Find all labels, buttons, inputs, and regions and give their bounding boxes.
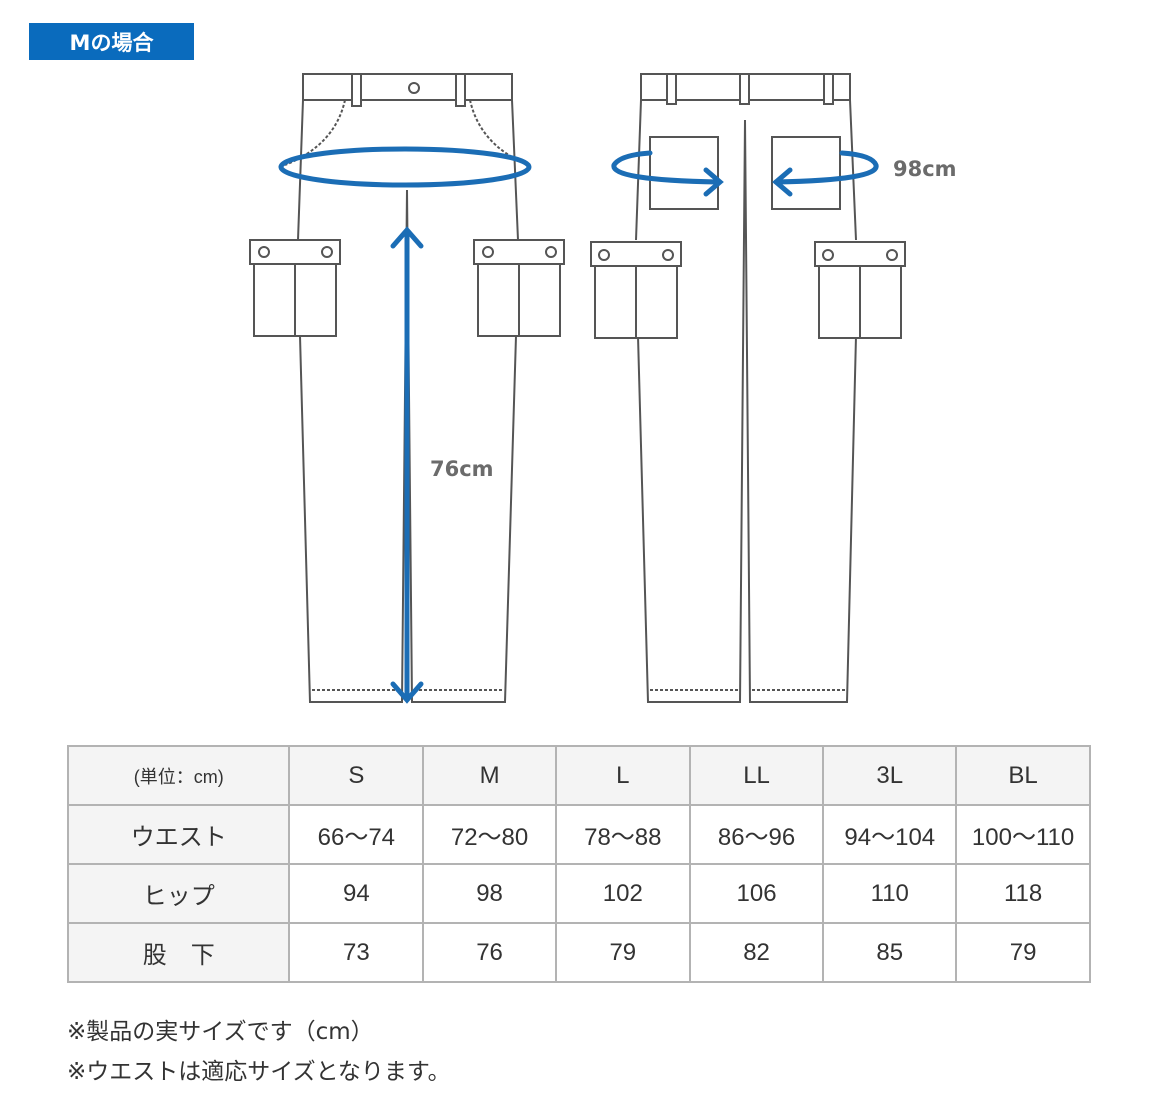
cell: 94〜104 — [822, 804, 958, 865]
note: ※ウエストは適応サイズとなります。 — [67, 1059, 451, 1085]
table-row: 股 下 73 76 79 82 85 79 — [66, 922, 1091, 983]
size-header: L — [554, 745, 691, 806]
waist-ellipse — [278, 146, 532, 188]
row-label: ヒップ — [66, 863, 291, 924]
measurement-arrows — [278, 146, 879, 704]
row-label: ウエスト — [66, 804, 291, 865]
cell: 76 — [422, 922, 557, 983]
hip-arrow-left — [611, 150, 721, 185]
row-label: 股 下 — [66, 922, 291, 983]
cell: 73 — [288, 922, 425, 983]
pants-diagram: 76cm 98cm — [249, 73, 957, 704]
cell: 79 — [955, 922, 1091, 983]
table-row: ヒップ 94 98 102 106 110 118 — [66, 863, 1091, 924]
cell: 94 — [288, 863, 425, 924]
table-header-row: (単位：cm) S M L LL 3L BL — [66, 745, 1091, 806]
size-header: BL — [955, 745, 1091, 806]
cell: 66〜74 — [288, 804, 425, 865]
inseam-arrow — [390, 226, 424, 704]
inseam-label: 76cm — [430, 457, 494, 481]
size-m-badge: Mの場合 — [29, 23, 194, 60]
size-header: LL — [688, 745, 825, 806]
size-table: (単位：cm) S M L LL 3L BL ウエスト 66〜74 72〜80 … — [66, 745, 1091, 983]
cell: 118 — [955, 863, 1091, 924]
hip-label: 98cm — [893, 157, 957, 181]
size-header: 3L — [822, 745, 958, 806]
size-header: S — [288, 745, 425, 806]
cell: 98 — [422, 863, 557, 924]
table-row: ウエスト 66〜74 72〜80 78〜88 86〜96 94〜104 100〜… — [66, 804, 1091, 865]
cell: 78〜88 — [554, 804, 691, 865]
cell: 100〜110 — [955, 804, 1091, 865]
cell: 72〜80 — [422, 804, 557, 865]
cell: 110 — [822, 863, 958, 924]
unit-label: (単位：cm) — [66, 745, 291, 806]
cell: 85 — [822, 922, 958, 983]
hip-arrow-right — [773, 150, 879, 185]
front-pants — [249, 73, 565, 703]
note: ※製品の実サイズです（cm） — [67, 1019, 374, 1045]
cell: 79 — [554, 922, 691, 983]
cell: 82 — [688, 922, 825, 983]
cell: 86〜96 — [688, 804, 825, 865]
back-pants — [590, 73, 906, 703]
cell: 102 — [554, 863, 691, 924]
cell: 106 — [688, 863, 825, 924]
notes: ※製品の実サイズです（cm） ※ウエストは適応サイズとなります。 — [67, 1012, 451, 1092]
size-header: M — [422, 745, 557, 806]
